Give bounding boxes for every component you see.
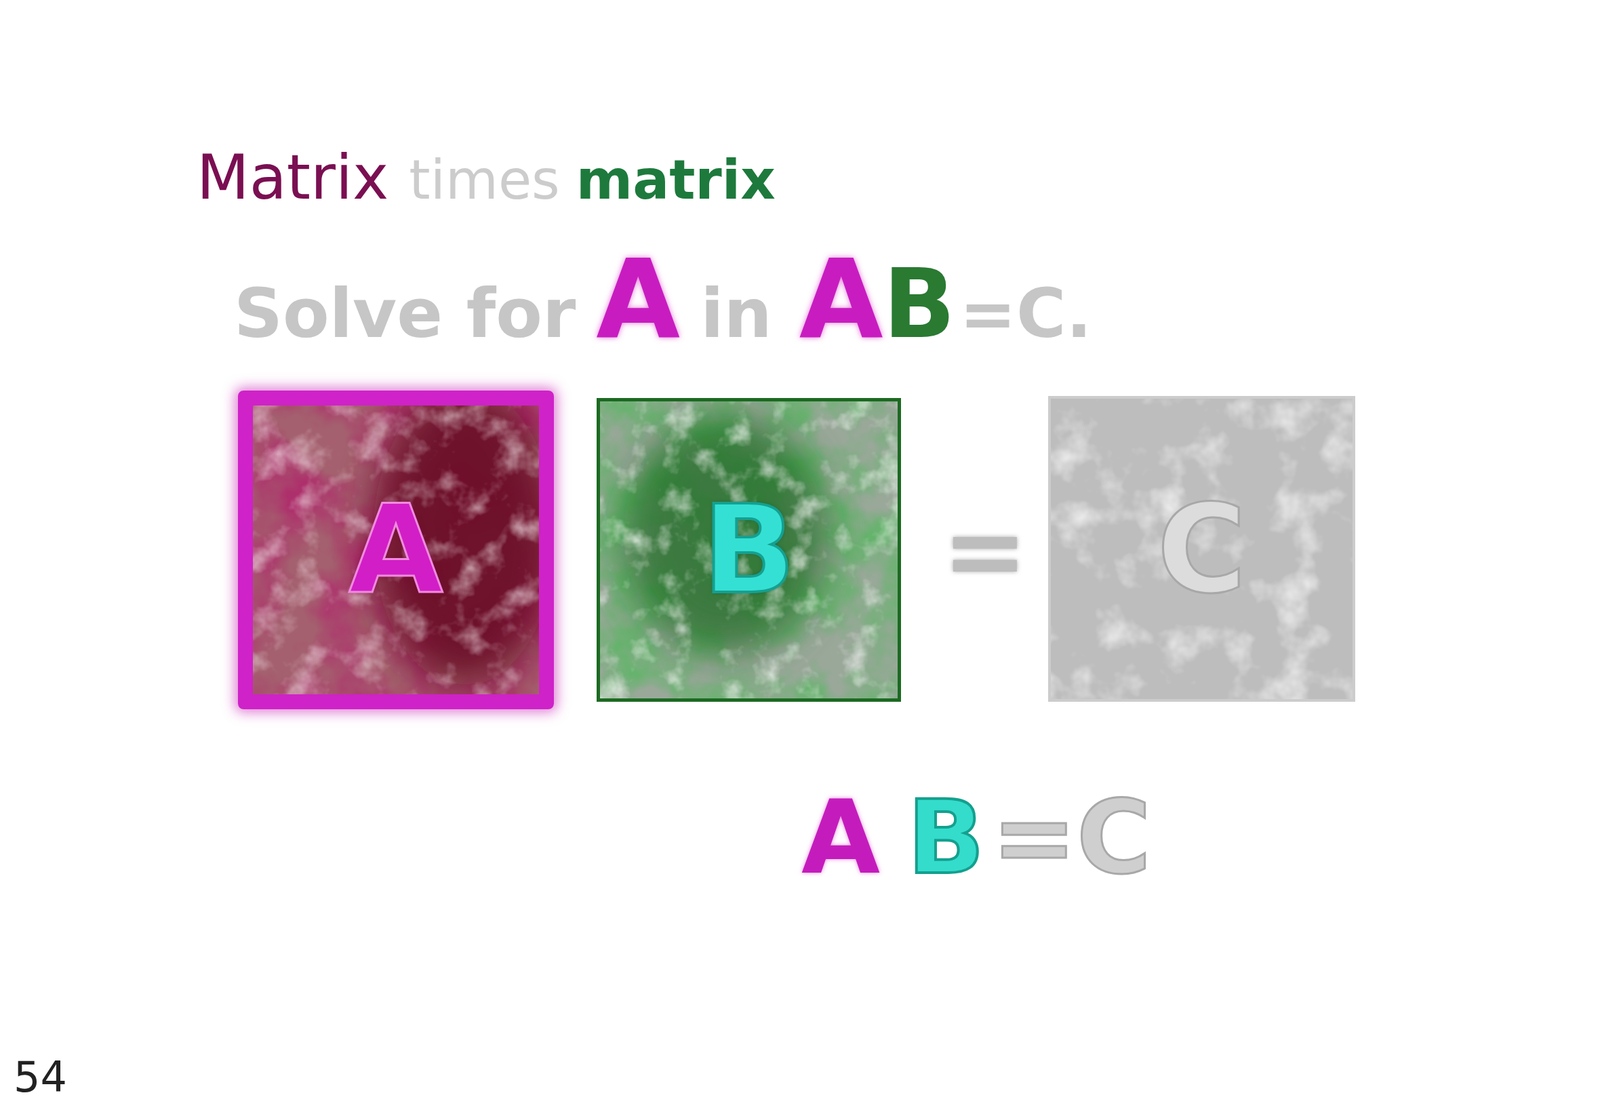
heading-text: = <box>942 500 1028 603</box>
heading-text: =C. <box>959 280 1092 348</box>
page-number: 54 <box>13 1056 68 1099</box>
heading-text: 54 <box>13 1056 68 1099</box>
matrix-letter: A <box>348 488 443 611</box>
heading-text: A <box>595 245 680 354</box>
heading-text: B <box>882 256 956 352</box>
matrix-letter: B <box>702 488 796 611</box>
heading-text: times <box>408 153 560 208</box>
task-line: Solve forAinAB=C. <box>233 245 1092 354</box>
heading-text: B <box>907 786 985 889</box>
heading-text: in <box>700 280 772 348</box>
heading-text: Matrix <box>196 147 389 209</box>
matrix-a-box: A <box>237 390 554 710</box>
matrix-letter: C <box>1156 488 1247 611</box>
heading-text: A <box>799 245 884 354</box>
matrix-b-box: B <box>596 397 902 702</box>
equals-sign: = <box>942 500 1028 603</box>
matrix-c-box: C <box>1048 395 1356 702</box>
heading-text: A <box>801 786 880 889</box>
heading-text: Solve for <box>233 280 576 348</box>
heading-text: =C <box>991 786 1152 889</box>
title-line: Matrix times matrix <box>196 147 776 209</box>
equation-line: AB=C <box>801 786 1152 889</box>
heading-text: matrix <box>576 153 776 208</box>
